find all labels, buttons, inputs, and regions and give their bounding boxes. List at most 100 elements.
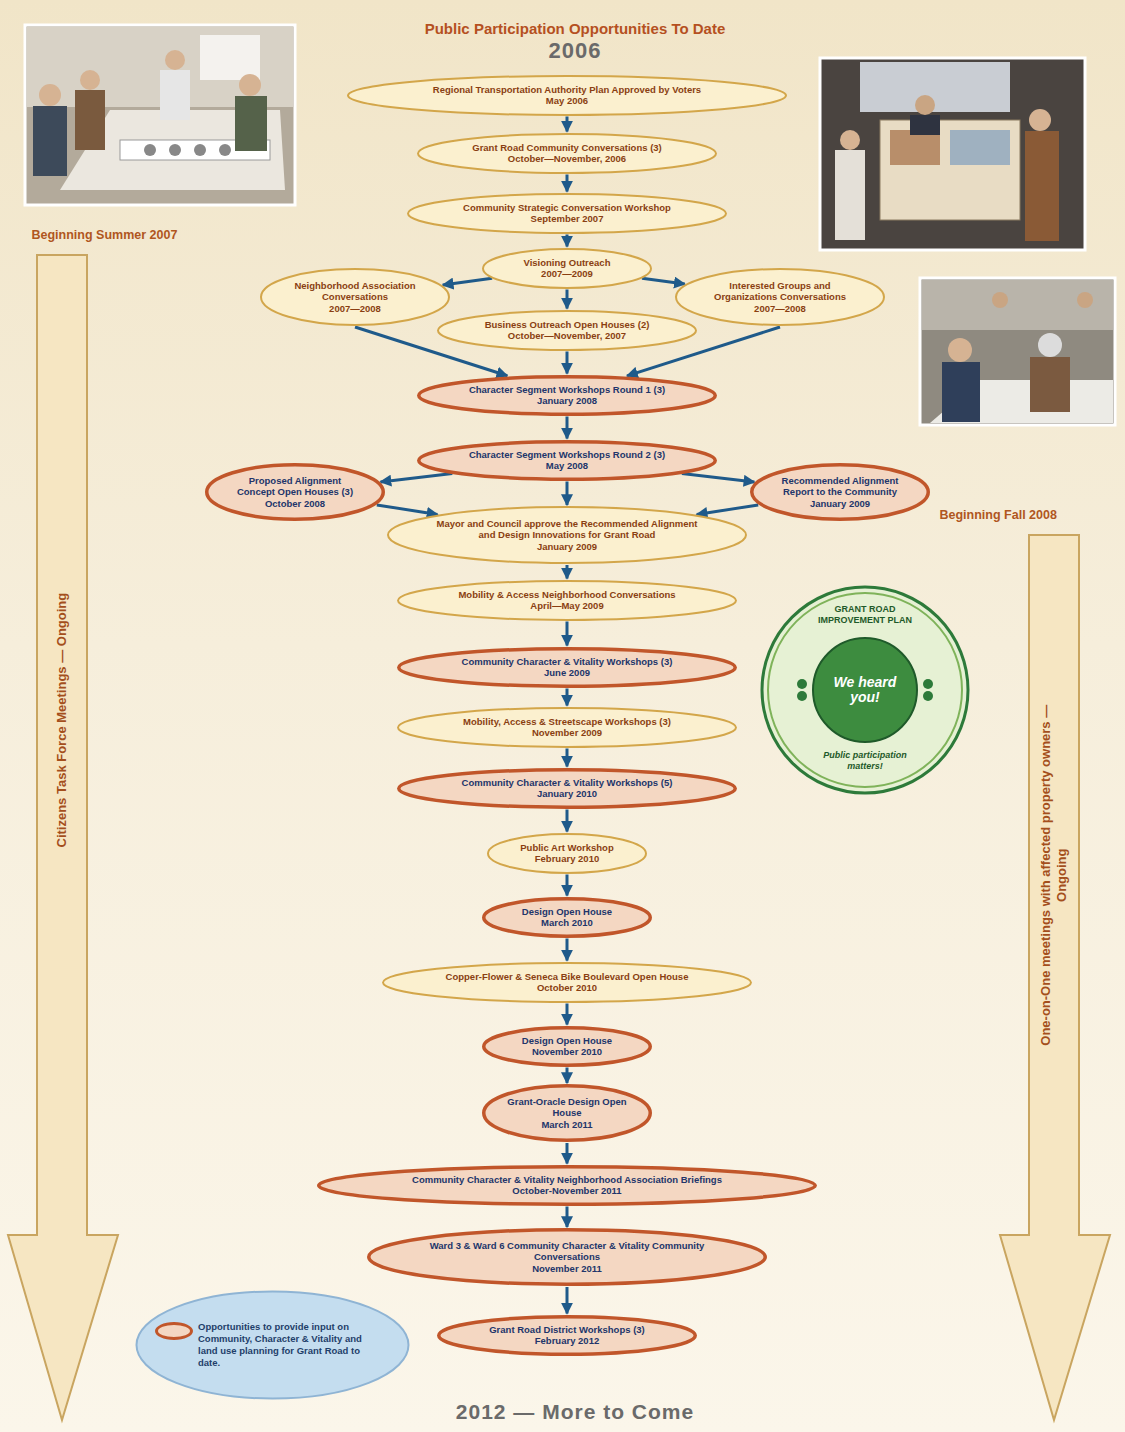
event-ellipse: Visioning Outreach2007—2009 (482, 248, 652, 289)
event-text-group: Design Open HouseMarch 2010 (504, 906, 630, 929)
person-icon (923, 679, 933, 689)
event-ellipse: Public Art WorkshopFebruary 2010 (487, 833, 647, 874)
input-event-ellipse: Grant-Oracle Design Open HouseMarch 2011 (482, 1084, 652, 1142)
event-date: 2007—2008 (285, 303, 426, 314)
input-event-ellipse: Recommended Alignment Report to the Comm… (750, 463, 930, 521)
ellipse-shape (261, 269, 449, 325)
band-text: One-on-One meetings with affected proper… (1037, 695, 1070, 1055)
flow-arrow (566, 417, 569, 439)
flow-arrow (566, 482, 569, 506)
event-text-group: Regional Transportation Authority Plan A… (404, 84, 730, 107)
event-date: March 2010 (504, 917, 630, 928)
event-name: Character Segment Workshops Round 2 (3) (456, 449, 678, 460)
flow-arrow (566, 290, 569, 309)
event-date: January 2010 (441, 788, 693, 799)
event-name: Character Segment Workshops Round 1 (3) (456, 384, 678, 395)
event-ellipse: Neighborhood Association Conversations20… (260, 268, 450, 326)
arrow-band-outline (998, 508, 1113, 1423)
ellipse-shape (483, 249, 651, 288)
event-date: November 2009 (441, 727, 693, 738)
ellipse-shape (348, 76, 786, 115)
event-ellipse: Interested Groups and Organizations Conv… (675, 268, 885, 326)
event-name: Community Character & Vitality Workshops… (441, 656, 693, 667)
event-text-group: Community Character & Vitality Workshops… (441, 656, 693, 679)
badge-center (813, 638, 917, 742)
event-name: Visioning Outreach (504, 257, 630, 268)
input-event-ellipse: Community Character & Vitality Neighborh… (317, 1165, 817, 1206)
ellipse-shape (484, 898, 651, 936)
diagram-title: Public Participation Opportunities To Da… (25, 20, 1125, 37)
input-event-ellipse: Character Segment Workshops Round 1 (3)J… (417, 375, 717, 416)
person-icon (797, 679, 807, 689)
flow-arrow (566, 939, 569, 961)
event-text-group: Design Open HouseNovember 2010 (504, 1035, 630, 1058)
event-name: Business Outreach Open Houses (2) (471, 319, 663, 330)
flow-arrow (566, 1068, 569, 1084)
legend-text: Opportunities to provide input on Commun… (198, 1321, 378, 1369)
badge-heading: GRANT ROAD IMPROVEMENT PLAN (807, 604, 923, 627)
ellipse-shape (398, 708, 736, 747)
ellipse-shape (419, 441, 716, 479)
ellipse-shape (438, 311, 696, 350)
flow-arrow (566, 1004, 569, 1025)
flow-arrow (697, 505, 759, 515)
ellipse-shape (484, 1027, 651, 1065)
event-ellipse: Grant Road Community Conversations (3)Oc… (417, 133, 717, 174)
event-date: January 2009 (774, 498, 907, 509)
event-text-group: Grant Road Community Conversations (3)Oc… (456, 142, 678, 165)
event-date: February 2012 (471, 1335, 663, 1346)
event-name: Proposed Alignment Concept Open Houses (… (229, 475, 362, 498)
flow-arrow (566, 117, 569, 132)
event-text-group: Grant Road District Workshops (3)Februar… (471, 1324, 663, 1347)
badge-ring (762, 587, 968, 793)
event-text-group: Mobility, Access & Streetscape Workshops… (441, 716, 693, 739)
band-start-label: Beginning Fall 2008 (940, 508, 1057, 522)
workshop-photo (25, 25, 295, 205)
event-date: October 2008 (229, 498, 362, 509)
flow-arrow (566, 1143, 569, 1164)
arrow-band-shape (1000, 535, 1110, 1420)
badge-slogan: We heard you! (825, 675, 905, 706)
event-name: Grant Road District Workshops (3) (471, 1324, 663, 1335)
event-name: Regional Transportation Authority Plan A… (404, 84, 730, 95)
event-date: April—May 2009 (441, 600, 693, 611)
ellipse-shape (207, 465, 384, 520)
event-name: Mayor and Council approve the Recommende… (434, 518, 700, 541)
event-date: May 2006 (404, 95, 730, 106)
event-date: May 2008 (456, 460, 678, 471)
event-date: 2007—2008 (703, 303, 858, 314)
event-date: February 2010 (508, 853, 626, 864)
event-text-group: Neighborhood Association Conversations20… (285, 280, 426, 314)
event-name: Grant Road Community Conversations (3) (456, 142, 678, 153)
ellipse-shape (676, 269, 884, 325)
input-event-ellipse: Design Open HouseMarch 2010 (482, 897, 652, 938)
arrow-band-shape (8, 255, 118, 1420)
legend-swatch (155, 1322, 193, 1340)
badge-inner-ring (768, 593, 962, 787)
event-name: Ward 3 & Ward 6 Community Character & Vi… (419, 1240, 715, 1263)
ellipse-shape (319, 1166, 816, 1204)
event-name: Community Strategic Conversation Worksho… (449, 202, 686, 213)
event-name: Design Open House (504, 906, 630, 917)
event-text-group: Mayor and Council approve the Recommende… (434, 518, 700, 552)
event-text-group: Interested Groups and Organizations Conv… (703, 280, 858, 314)
flow-arrow (566, 175, 569, 192)
event-date: June 2009 (441, 667, 693, 678)
event-text-group: Community Strategic Conversation Worksho… (449, 202, 686, 225)
event-text-group: Business Outreach Open Houses (2)October… (471, 319, 663, 342)
badge-motto: Public participation matters! (807, 750, 923, 773)
event-date: September 2007 (449, 213, 686, 224)
presentation-photo (820, 58, 1085, 250)
event-text-group: Community Character & Vitality Workshops… (441, 777, 693, 800)
ellipse-shape (369, 1230, 766, 1285)
flow-arrow (642, 278, 685, 284)
flow-arrow (566, 565, 569, 579)
input-event-ellipse: Community Character & Vitality Workshops… (397, 768, 737, 809)
input-event-ellipse: Character Segment Workshops Round 2 (3)M… (417, 440, 717, 481)
ellipse-shape (398, 581, 736, 620)
legend-ellipse (137, 1292, 409, 1399)
flow-arrow (566, 875, 569, 896)
flow-arrow (566, 810, 569, 832)
ellipse-shape (383, 963, 751, 1002)
event-date: November 2010 (504, 1046, 630, 1057)
